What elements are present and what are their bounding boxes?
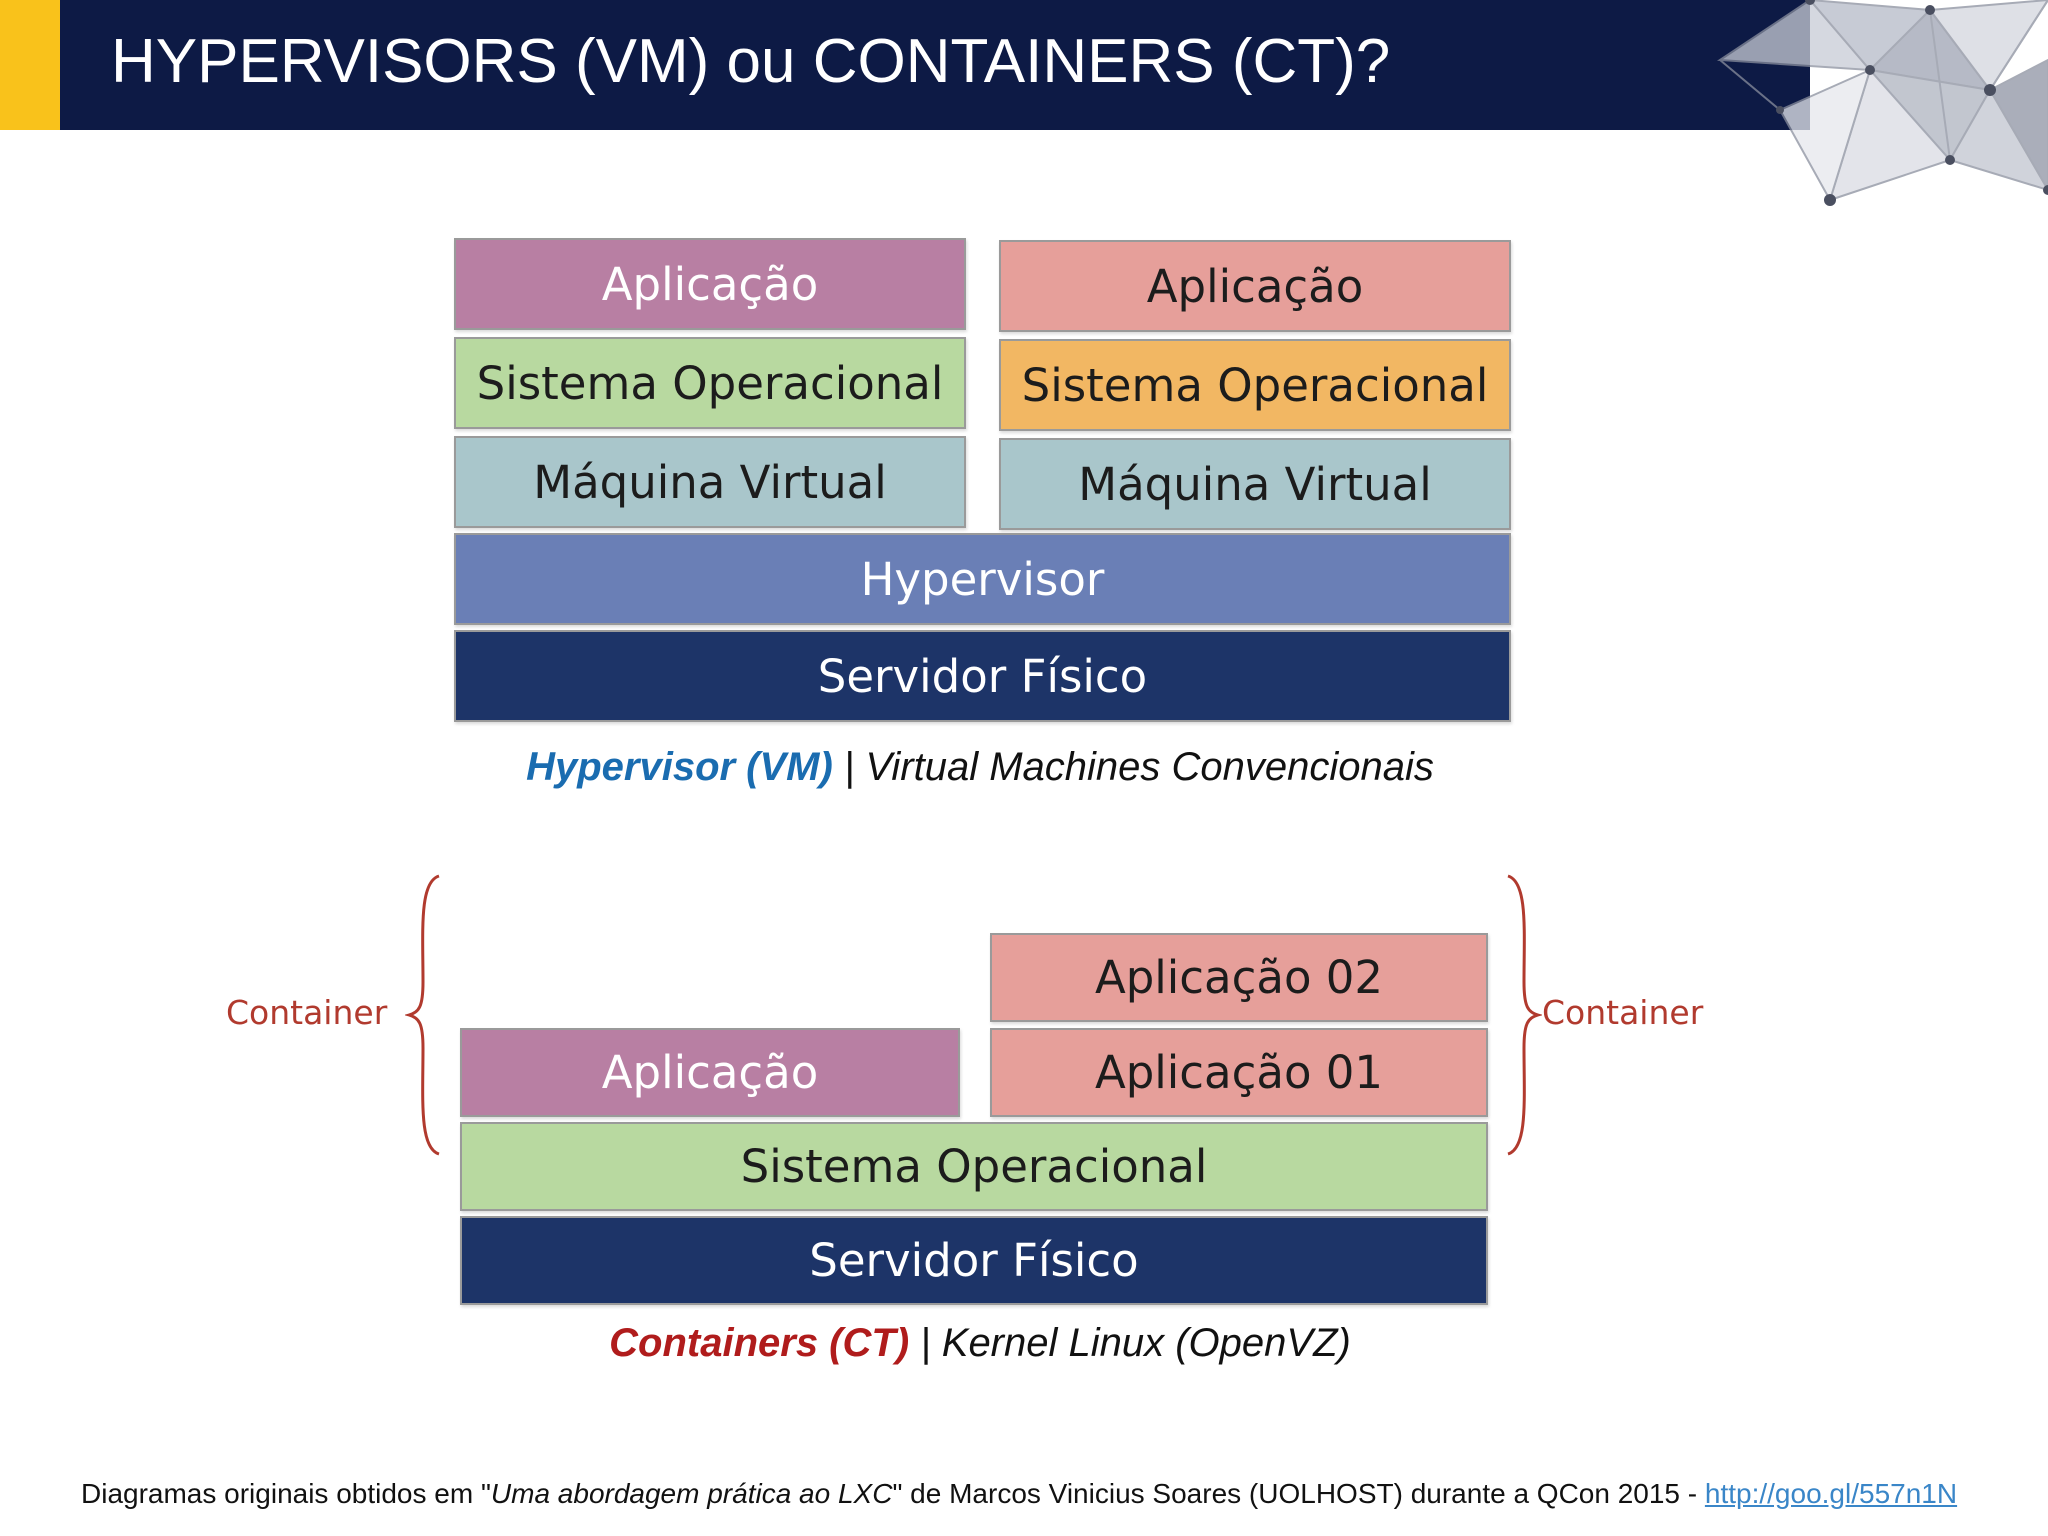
vm-caption-rest: | Virtual Machines Convencionais <box>832 745 1434 789</box>
ct-operating-system-label: Sistema Operacional <box>740 1140 1208 1193</box>
ct-caption: Containers (CT) | Kernel Linux (OpenVZ) <box>0 1321 1960 1366</box>
vm-right-application-label: Aplicação <box>1146 259 1364 313</box>
vm-left-virtual-machine-label: Máquina Virtual <box>533 455 887 509</box>
vm-right-operating-system-label: Sistema Operacional <box>1021 358 1489 412</box>
footer-middle: " de Marcos Vinicius Soares (UOLHOST) du… <box>892 1478 1705 1509</box>
vm-left-virtual-machine: Máquina Virtual <box>454 436 966 528</box>
vm-right-operating-system: Sistema Operacional <box>999 339 1511 431</box>
vm-left-operating-system-label: Sistema Operacional <box>476 356 944 410</box>
footer-prefix: Diagramas originais obtidos em " <box>81 1478 491 1509</box>
ct-physical-server-layer: Servidor Físico <box>460 1216 1488 1305</box>
vm-hypervisor-label: Hypervisor <box>860 552 1105 606</box>
ct-application-01: Aplicação 01 <box>990 1028 1488 1117</box>
ct-left-application-label: Aplicação <box>601 1046 819 1099</box>
page-title: HYPERVISORS (VM) ou CONTAINERS (CT)? <box>111 27 1391 96</box>
vm-left-operating-system: Sistema Operacional <box>454 337 966 429</box>
ct-left-application: Aplicação <box>460 1028 960 1117</box>
ct-application-02: Aplicação 02 <box>990 933 1488 1022</box>
network-graphic-decoration <box>1716 0 2048 206</box>
vm-right-virtual-machine-label: Máquina Virtual <box>1078 457 1432 511</box>
ct-operating-system-layer: Sistema Operacional <box>460 1122 1488 1211</box>
vm-left-application-label: Aplicação <box>601 257 819 311</box>
right-container-brace <box>1507 874 1542 1156</box>
ct-physical-server-label: Servidor Físico <box>809 1234 1139 1287</box>
vm-right-virtual-machine: Máquina Virtual <box>999 438 1511 530</box>
ct-application-02-label: Aplicação 02 <box>1094 951 1384 1004</box>
vm-hypervisor-layer: Hypervisor <box>454 533 1511 625</box>
footer-source-title: Uma abordagem prática ao LXC <box>490 1478 893 1509</box>
vm-left-application: Aplicação <box>454 238 966 330</box>
ct-caption-rest: | Kernel Linux (OpenVZ) <box>909 1321 1351 1365</box>
vm-caption: Hypervisor (VM) | Virtual Machines Conve… <box>0 745 1960 790</box>
ct-caption-bold: Containers (CT) <box>609 1321 910 1365</box>
header-bar <box>0 0 1810 130</box>
footer-attribution: Diagramas originais obtidos em "Uma abor… <box>81 1478 1957 1510</box>
footer-source-link[interactable]: http://goo.gl/557n1N <box>1704 1478 1958 1509</box>
header-accent <box>0 0 60 130</box>
vm-physical-server-label: Servidor Físico <box>817 649 1148 703</box>
vm-caption-bold: Hypervisor (VM) <box>526 745 833 789</box>
left-container-brace <box>405 874 440 1156</box>
vm-physical-server-layer: Servidor Físico <box>454 630 1511 722</box>
ct-application-01-label: Aplicação 01 <box>1094 1046 1384 1099</box>
right-container-label: Container <box>1542 993 1704 1032</box>
left-container-label: Container <box>226 993 388 1032</box>
vm-right-application: Aplicação <box>999 240 1511 332</box>
